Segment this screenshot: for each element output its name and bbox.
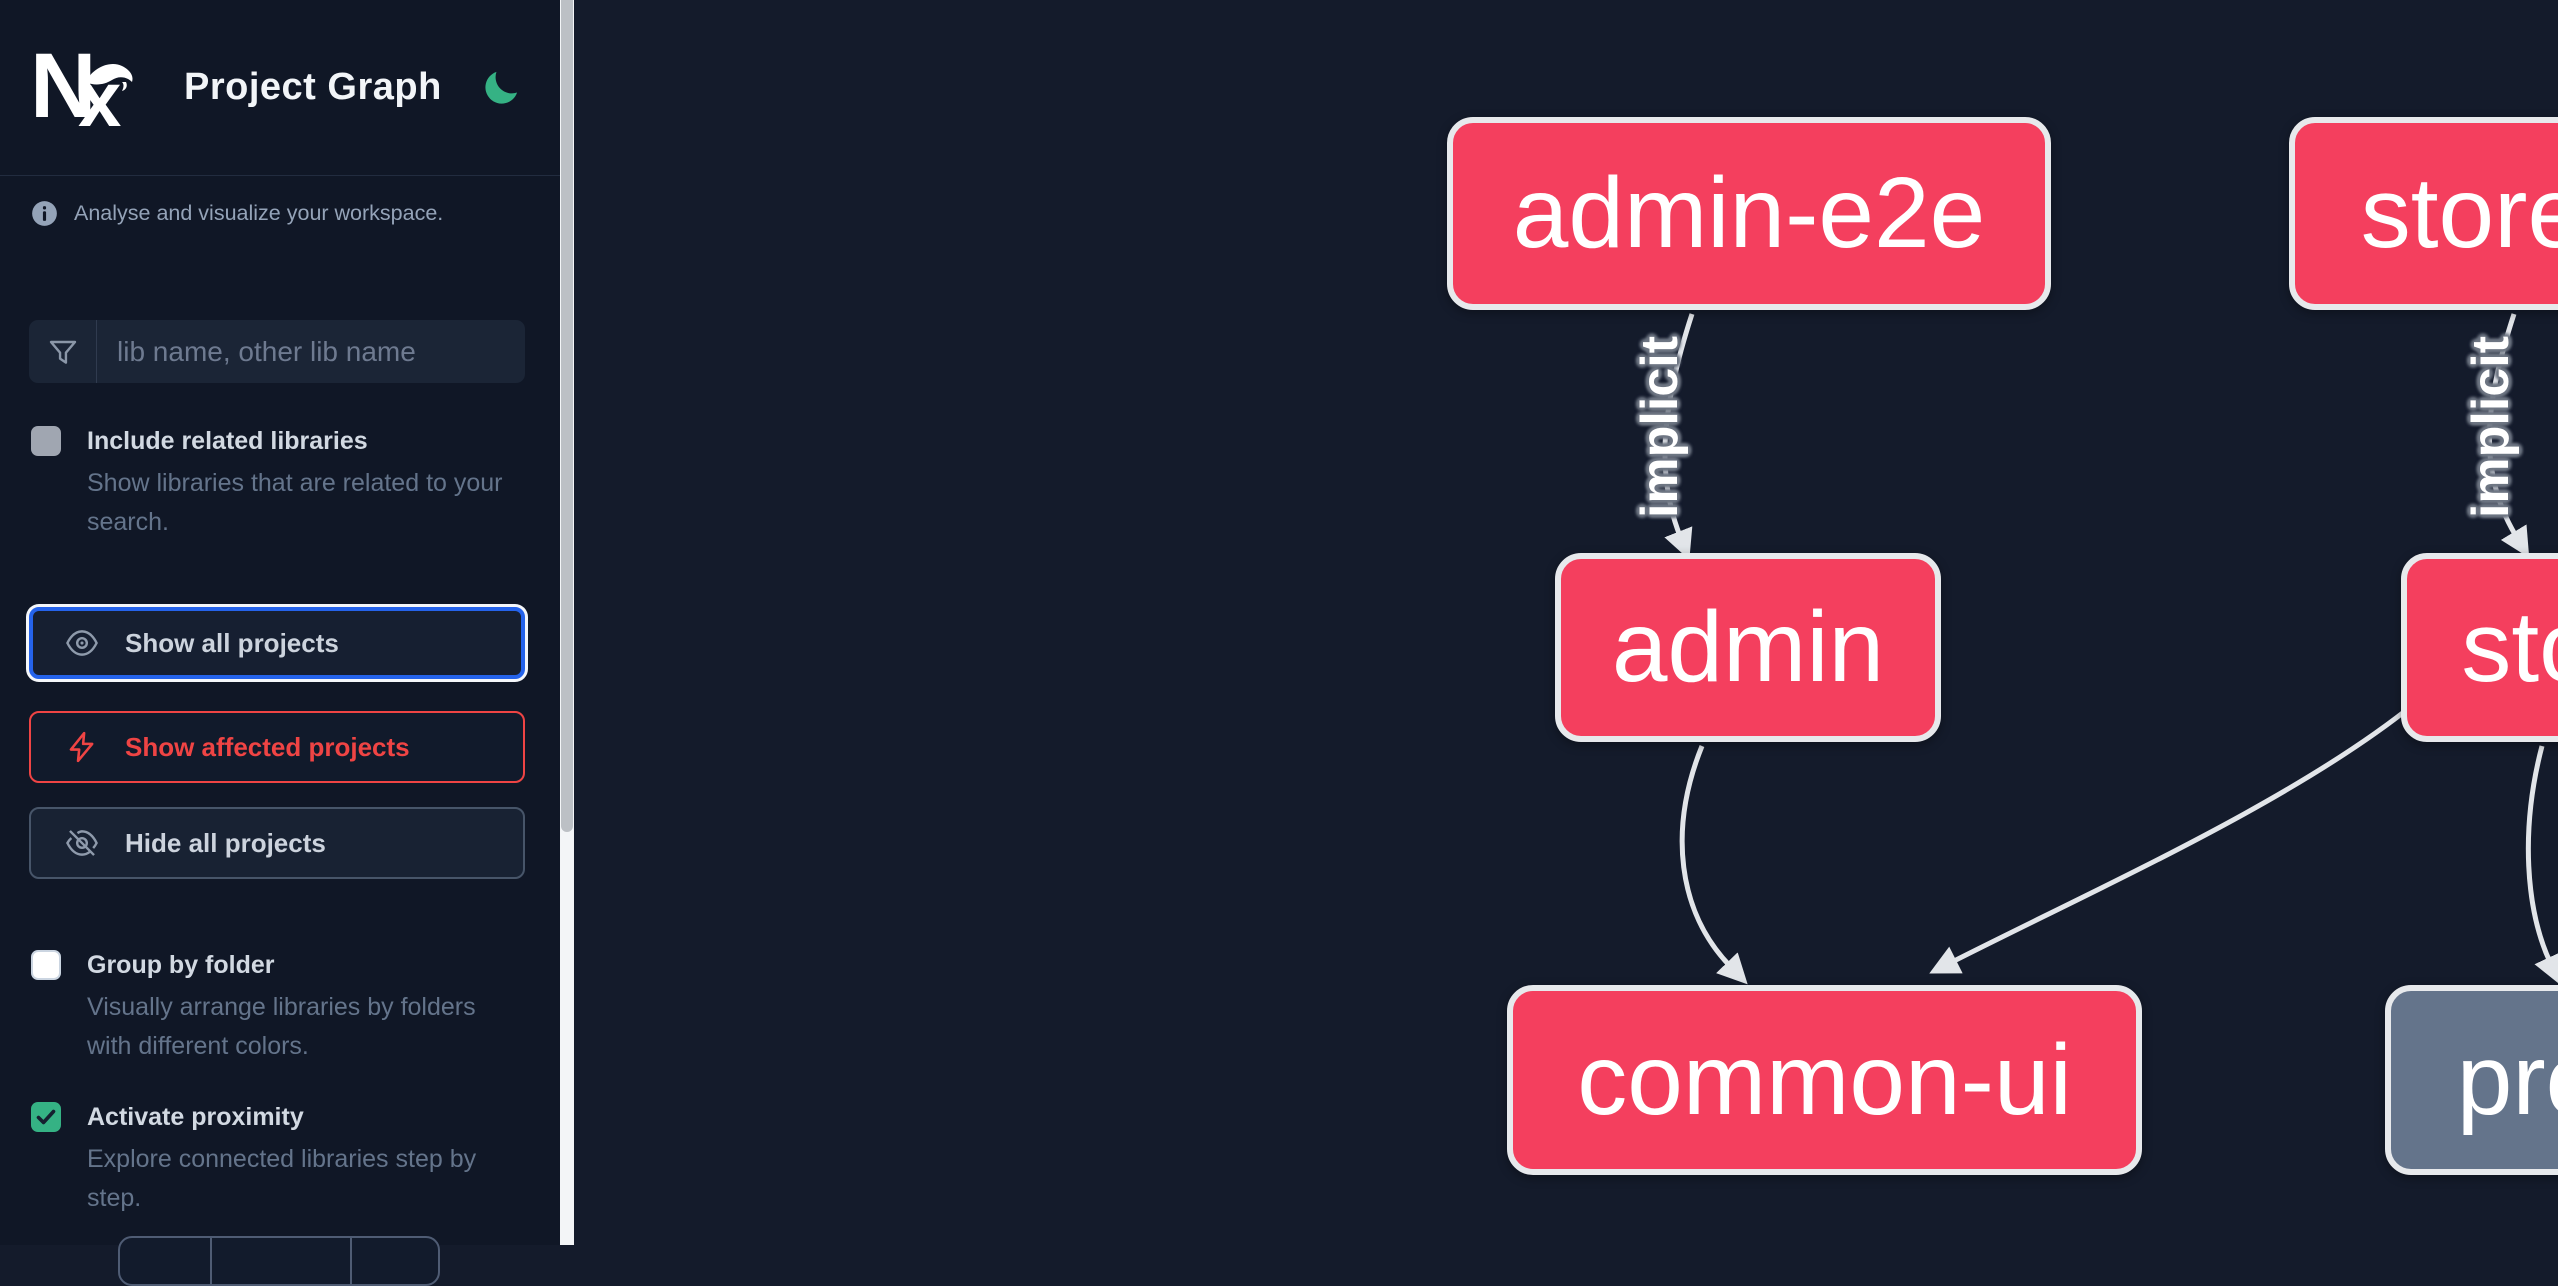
toggle-include-related[interactable]: Include related libraries Show libraries… [31,424,531,542]
toggle-group-by-folder[interactable]: Group by folder Visually arrange librari… [31,948,531,1066]
info-text: Analyse and visualize your workspace. [74,201,444,225]
checkbox-activate-proximity[interactable] [31,1102,61,1132]
graph-canvas[interactable]: admin-e2e store-e2e admin store common-u… [574,0,2558,1245]
check-icon [36,1109,56,1125]
sidebar: N x Project Graph Analyse and visualize … [0,0,560,1286]
checkbox-group-by-folder[interactable] [31,950,61,980]
toggle-activate-proximity[interactable]: Activate proximity Explore connected lib… [31,1100,531,1218]
show-affected-projects-button[interactable]: Show affected projects [29,711,525,783]
dependency-edges [1662,313,2558,986]
toggle-label: Group by folder [87,951,275,979]
nx-logo-swoosh [86,63,133,91]
edge-label-implicit: implicit [2462,335,2520,519]
node-label: store [2461,591,2558,703]
toggle-description: Show libraries that are related to your … [87,469,503,536]
edge-admin-e2e-to-admin[interactable] [1662,313,1695,560]
funnel-icon [29,320,97,383]
graph-node-store-e2e[interactable]: store-e2e [2289,117,2558,310]
toggle-label: Include related libraries [87,427,368,455]
node-label: admin [1611,591,1885,703]
info-icon [32,201,57,226]
node-label: admin-e2e [1512,157,1986,269]
edge-label-implicit: implicit [1631,335,1689,519]
toggle-description: Explore connected libraries step by step… [87,1145,477,1212]
button-label: Show all projects [125,627,339,658]
search-input[interactable] [97,320,525,383]
graph-node-admin-e2e[interactable]: admin-e2e [1447,117,2051,310]
button-label: Show affected projects [125,731,410,762]
show-all-projects-button[interactable]: Show all projects [29,607,525,679]
proximity-stepper[interactable] [118,1236,440,1286]
moon-icon[interactable] [480,67,522,109]
graph-node-products[interactable]: products [2385,985,2558,1175]
edge-admin-to-common-ui[interactable] [1679,745,1748,985]
node-label: common-ui [1577,1023,2072,1136]
page-title: Project Graph [184,66,442,108]
button-label: Hide all projects [125,827,326,858]
sidebar-header: N x Project Graph [0,0,560,176]
sidebar-scrollbar-track[interactable] [560,0,574,1245]
bolt-icon [69,731,94,763]
eye-icon [66,630,98,656]
node-label: products [2456,1023,2558,1136]
edge-store-e2e-to-store[interactable] [2487,313,2530,558]
eye-slash-icon [66,830,98,856]
hide-all-projects-button[interactable]: Hide all projects [29,807,525,879]
edge-store-to-common-ui[interactable] [1929,698,2421,974]
toggle-label: Activate proximity [87,1103,304,1131]
checkbox-include-related[interactable] [31,426,61,456]
toggle-description: Visually arrange libraries by folders wi… [87,993,476,1060]
graph-node-store[interactable]: store [2401,553,2558,742]
filter-search [29,320,525,383]
edge-store-to-products[interactable] [2525,745,2558,986]
nx-logo: N x [30,35,134,143]
nx-logo-n: N [30,34,96,137]
graph-node-admin[interactable]: admin [1555,553,1941,742]
workspace-info: Analyse and visualize your workspace. [31,200,531,227]
graph-node-common-ui[interactable]: common-ui [1507,985,2142,1175]
node-label: store-e2e [2360,157,2558,269]
sidebar-scrollbar-thumb[interactable] [561,0,573,832]
